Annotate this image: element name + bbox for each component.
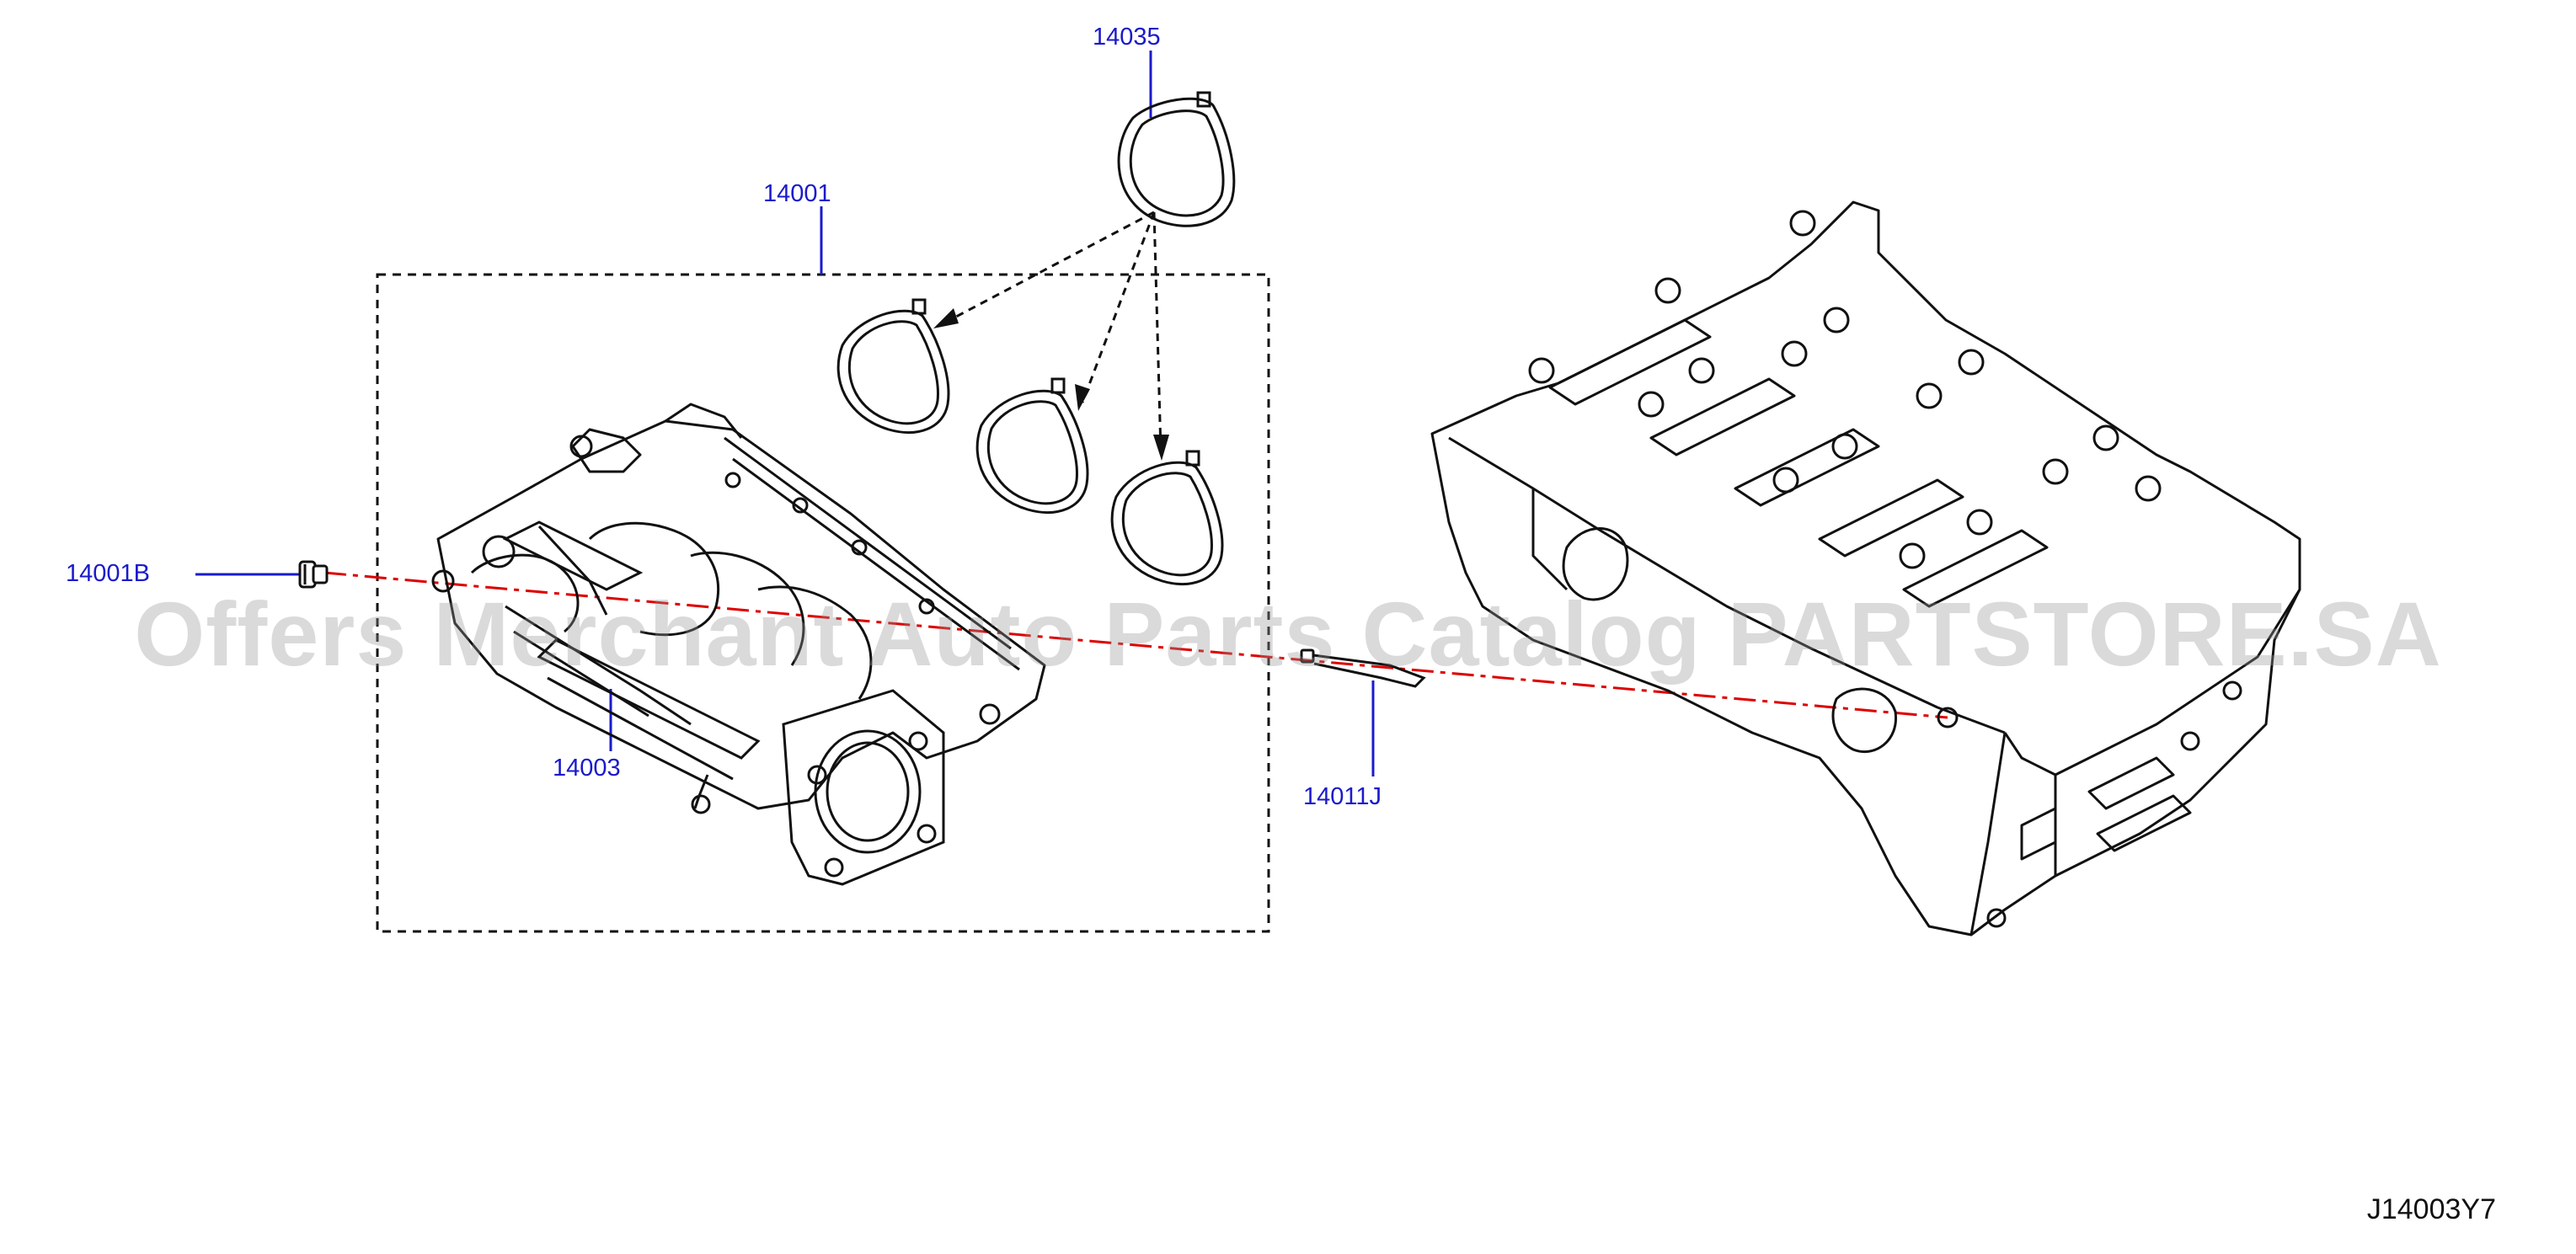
gasket-set bbox=[836, 298, 1224, 585]
gasket-14035 bbox=[1117, 91, 1236, 227]
reference-line bbox=[323, 571, 1948, 719]
callout-label-14001[interactable]: 14001 bbox=[763, 180, 831, 207]
sensor-14011j bbox=[1300, 648, 1426, 688]
throttle-body-flange bbox=[782, 689, 945, 886]
assembly-kit-frame bbox=[376, 273, 1270, 933]
bolt-14001b bbox=[298, 560, 329, 589]
intake-manifold bbox=[431, 403, 1046, 810]
callout-label-14035[interactable]: 14035 bbox=[1093, 24, 1161, 51]
egr-cooler bbox=[482, 520, 761, 814]
arrow-heads bbox=[933, 308, 1169, 461]
diagram-code: J14003Y7 bbox=[2366, 1193, 2496, 1225]
callout-label-14003[interactable]: 14003 bbox=[553, 755, 621, 782]
gasket-arrows bbox=[941, 211, 1162, 451]
cylinder-head bbox=[1430, 200, 2301, 936]
callout-label-14001b[interactable]: 14001B bbox=[66, 560, 150, 587]
callout-label-14011j[interactable]: 14011J bbox=[1303, 783, 1382, 810]
